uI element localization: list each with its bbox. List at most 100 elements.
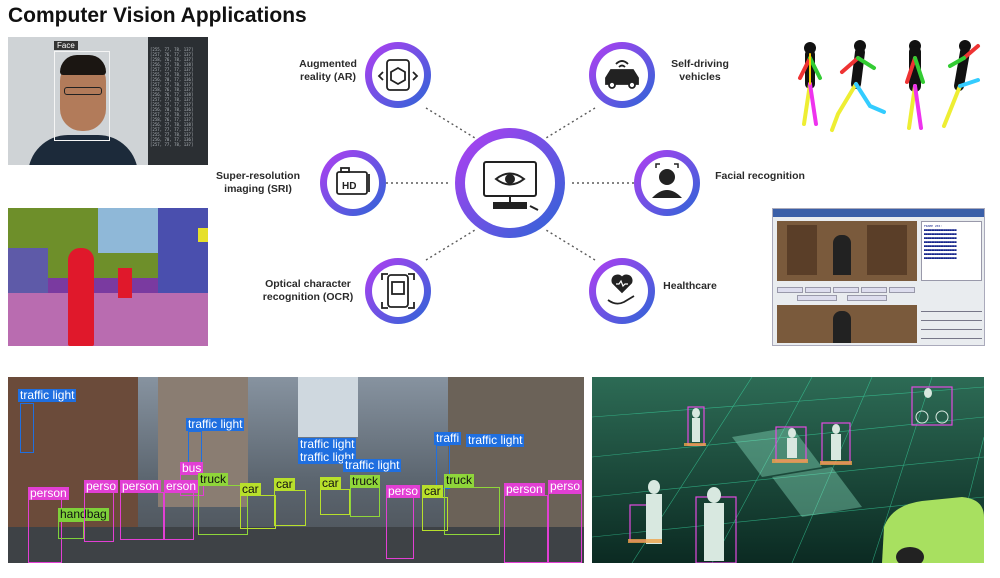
detection-box xyxy=(274,490,306,526)
detection-label: car xyxy=(320,476,341,490)
car-icon xyxy=(605,60,639,89)
label-ocr-line2: recognition (OCR) xyxy=(262,291,354,303)
connector-sdv xyxy=(545,107,596,139)
detection-box xyxy=(58,521,84,539)
cv-applications-diagram: HD xyxy=(210,28,810,348)
detection-label: car xyxy=(422,484,443,498)
detection-label: truck xyxy=(350,474,381,488)
detection-label: truck xyxy=(198,472,229,486)
settings-sliders xyxy=(921,305,982,343)
detection-label: bus xyxy=(180,461,204,475)
connector-health xyxy=(545,229,596,261)
detection-label: car xyxy=(240,482,261,496)
detection-box xyxy=(386,497,414,559)
semantic-segmentation-image xyxy=(8,208,208,346)
label-sdv: Self-driving vehicles xyxy=(650,58,750,84)
label-ar-line1: Augmented xyxy=(299,58,357,70)
label-ocr: Optical character recognition (OCR) xyxy=(248,278,368,304)
person-icon xyxy=(652,163,682,198)
seg-sign xyxy=(198,228,208,242)
app-titlebar xyxy=(773,209,984,217)
label-health: Healthcare xyxy=(650,280,730,293)
glasses xyxy=(64,87,102,95)
eye-monitor-icon xyxy=(483,161,539,211)
detection-box xyxy=(20,403,34,453)
label-ar: Augmented reality (AR) xyxy=(268,58,388,84)
detection-box xyxy=(240,495,276,529)
detection-box xyxy=(504,495,548,563)
label-ar-line2: reality (AR) xyxy=(299,71,356,83)
facial-recognition-app-screenshot: FRAME 265: ■■■■■■■■■■■■■■■■■■ ■■■■■■■■■■… xyxy=(772,208,985,346)
label-sdv-line2: vehicles xyxy=(679,71,721,83)
node-sri: HD xyxy=(320,150,386,216)
detection-box xyxy=(120,492,164,540)
label-sri: Super-resolution imaging (SRI) xyxy=(198,170,318,196)
detection-label: traffic light xyxy=(18,388,77,402)
detection-box xyxy=(164,492,194,540)
label-face: Facial recognition xyxy=(705,170,815,183)
seg-sky xyxy=(98,208,168,253)
crosswalk xyxy=(732,427,862,517)
car xyxy=(882,497,984,563)
detection-label: traffic light xyxy=(298,437,357,451)
phone-scan-icon xyxy=(381,273,415,309)
building-right xyxy=(448,377,584,527)
detection-label: erson xyxy=(164,479,199,493)
pose-figure-1 xyxy=(798,42,822,126)
label-ocr-line1: Optical character xyxy=(265,278,351,290)
heart-hand-icon xyxy=(607,274,635,305)
pose-figure-2 xyxy=(830,40,886,132)
face-bounding-box xyxy=(54,51,110,141)
pose-figure-4 xyxy=(942,40,980,128)
detection-label: person xyxy=(28,486,69,500)
detection-label: truck xyxy=(444,473,475,487)
detection-label: person xyxy=(120,479,161,493)
detection-box xyxy=(548,493,582,563)
detection-box xyxy=(320,489,350,515)
node-health xyxy=(589,258,655,324)
label-sdv-line1: Self-driving xyxy=(671,58,729,70)
svg-text:HD: HD xyxy=(342,181,356,192)
detection-label: handbag xyxy=(58,507,109,521)
detection-label: traffic light xyxy=(186,417,245,431)
3d-perception-image xyxy=(592,377,984,563)
detection-label: car xyxy=(274,477,295,491)
detection-label: traffic light xyxy=(298,450,357,464)
label-sri-line2: imaging (SRI) xyxy=(224,183,292,195)
detection-box xyxy=(28,499,62,563)
pose-figure-3 xyxy=(905,40,925,130)
seg-pedestrian xyxy=(68,248,94,346)
label-health-line1: Healthcare xyxy=(663,280,717,292)
results-list: FRAME 265: ■■■■■■■■■■■■■■■■■■ ■■■■■■■■■■… xyxy=(921,221,982,281)
node-sdv xyxy=(589,42,655,108)
detection-label: traffi xyxy=(434,431,462,445)
person-hair xyxy=(60,55,106,75)
node-face xyxy=(634,150,700,216)
sky xyxy=(298,377,358,437)
detection-label: perso xyxy=(84,479,119,493)
pose-estimation-image xyxy=(790,36,985,140)
pedestrians xyxy=(646,388,949,561)
detection-label: perso xyxy=(548,479,583,493)
road xyxy=(8,527,584,563)
detection-label: person xyxy=(504,482,545,496)
video-frame-top xyxy=(777,221,917,281)
page-title: Computer Vision Applications xyxy=(8,4,307,27)
ground-markers xyxy=(628,443,852,543)
seg-pedestrian-far xyxy=(118,268,132,298)
detection-box xyxy=(436,445,450,489)
seg-building xyxy=(158,208,208,298)
connector-ocr xyxy=(425,229,476,261)
center-node xyxy=(455,128,565,238)
video-frame-bottom xyxy=(777,305,917,343)
seg-road xyxy=(8,293,208,346)
node-ocr xyxy=(365,258,431,324)
detection-box xyxy=(84,492,114,542)
detection-label: traffic light xyxy=(343,458,402,472)
label-sri-line1: Super-resolution xyxy=(215,170,300,182)
hd-camera-icon: HD xyxy=(336,167,370,195)
button-row xyxy=(777,285,917,301)
detection-box xyxy=(350,487,380,517)
detection-label: perso xyxy=(386,484,421,498)
detection-box xyxy=(444,487,500,535)
